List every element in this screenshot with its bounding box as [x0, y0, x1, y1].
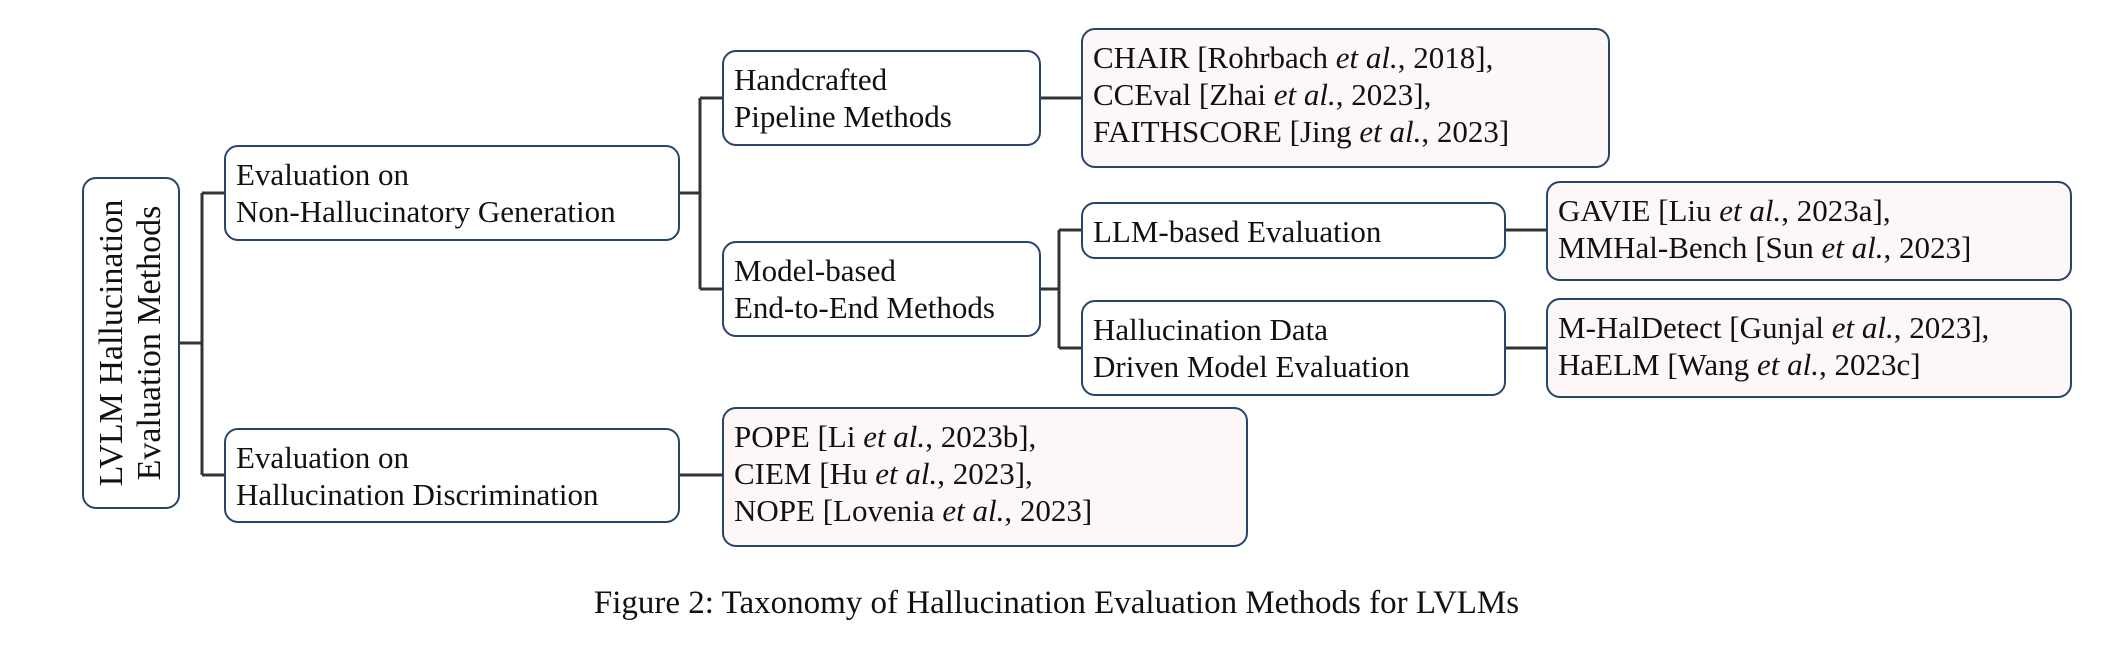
node-label-line: Handcrafted	[734, 62, 888, 97]
edge-model-based	[1041, 228, 1081, 350]
node-label-line: Model-based	[734, 253, 896, 288]
figure-caption: Figure 2: Taxonomy of Hallucination Eval…	[593, 585, 1520, 621]
root-node	[82, 177, 180, 509]
leaf-llm-refs: GAVIE [Liu et al., 2023a], MMHal-Bench […	[1546, 181, 2072, 281]
citation: NOPE [Lovenia et al., 2023]	[734, 493, 1093, 528]
leaf-handcrafted-refs: CHAIR [Rohrbach et al., 2018], CCEval [Z…	[1081, 28, 1610, 168]
citation: M-HalDetect [Gunjal et al., 2023],	[1558, 310, 1990, 345]
edge-l1-top	[680, 96, 722, 291]
node-handcrafted-pipeline: Handcrafted Pipeline Methods	[722, 50, 1041, 146]
node-label-line: Hallucination Data	[1093, 312, 1328, 347]
root-label-line: Evaluation Methods	[131, 205, 168, 481]
root-label-line: LVLM Hallucination	[93, 199, 130, 487]
root-label: LVLM Hallucination Evaluation Methods	[93, 200, 169, 487]
citation: MMHal-Bench [Sun et al., 2023]	[1558, 230, 1972, 265]
leaf-data-driven-refs: M-HalDetect [Gunjal et al., 2023], HaELM…	[1546, 298, 2072, 398]
citation: FAITHSCORE [Jing et al., 2023]	[1093, 114, 1510, 149]
citation: POPE [Li et al., 2023b],	[734, 419, 1037, 454]
citation: GAVIE [Liu et al., 2023a],	[1558, 193, 1891, 228]
citation: CIEM [Hu et al., 2023],	[734, 456, 1033, 491]
node-hallucination-discrimination: Evaluation on Hallucination Discriminati…	[224, 428, 680, 523]
node-model-based-e2e: Model-based End-to-End Methods	[722, 241, 1041, 337]
node-llm-based-evaluation: LLM-based Evaluation	[1081, 202, 1506, 259]
leaf-discrimination-refs: POPE [Li et al., 2023b], CIEM [Hu et al.…	[722, 407, 1248, 547]
citation: CCEval [Zhai et al., 2023],	[1093, 77, 1432, 112]
citation: HaELM [Wang et al., 2023c]	[1558, 347, 1921, 382]
node-label-line: Evaluation on	[236, 157, 410, 192]
citation: CHAIR [Rohrbach et al., 2018],	[1093, 40, 1494, 75]
node-label-line: Hallucination Discrimination	[236, 477, 599, 512]
node-label-line: Evaluation on	[236, 440, 410, 475]
node-label-line: Non-Hallucinatory Generation	[236, 194, 616, 229]
node-label-line: End-to-End Methods	[734, 290, 995, 325]
node-label-line: Driven Model Evaluation	[1093, 349, 1410, 384]
node-data-driven-evaluation: Hallucination Data Driven Model Evaluati…	[1081, 300, 1506, 396]
node-label: LLM-based Evaluation	[1093, 214, 1382, 249]
edge-root	[180, 191, 224, 477]
node-label-line: Pipeline Methods	[734, 99, 952, 134]
node-non-hallucinatory-generation: Evaluation on Non-Hallucinatory Generati…	[224, 145, 680, 241]
